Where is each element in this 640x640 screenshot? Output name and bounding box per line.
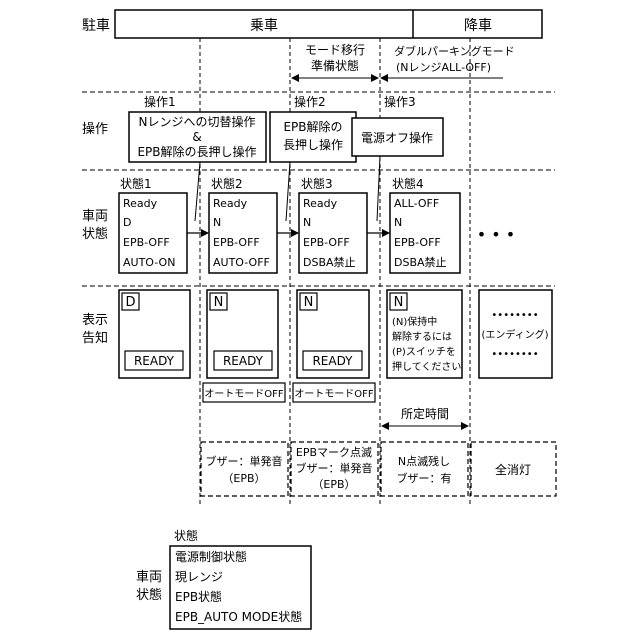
operation-1-line1: Nレンジへの切替操作 bbox=[139, 114, 256, 129]
state-4: 状態4 ALL-OFF N EPB-OFF DSBA禁止 bbox=[390, 176, 460, 273]
buzzer-1-line2: （EPB） bbox=[222, 472, 265, 485]
display-4-gear: N bbox=[394, 295, 404, 310]
double-parking-line1: ダブルパーキングモード bbox=[394, 44, 515, 58]
state-4-line2: N bbox=[394, 216, 402, 229]
buzzer-1: ブザー：単発音 （EPB） bbox=[201, 442, 288, 496]
state-3-line2: N bbox=[303, 216, 311, 229]
display-3-ready: READY bbox=[312, 354, 353, 368]
state-2: 状態2 Ready N EPB-OFF AUTO-OFF bbox=[209, 176, 277, 273]
row-label-display-1: 表示 bbox=[82, 313, 108, 328]
operation-1-line3: EPB解除の長押し操作 bbox=[137, 144, 256, 159]
state-2-line2: N bbox=[213, 216, 221, 229]
buzzer-2: EPBマーク点滅 ブザー：単発音 （EPB） bbox=[291, 442, 378, 496]
display-3: N READY オートモードOFF bbox=[293, 290, 375, 402]
mode-transition-label: モード移行 準備状態 bbox=[292, 43, 378, 78]
legend-side-1: 車両 bbox=[136, 570, 162, 585]
state-4-line3: EPB-OFF bbox=[394, 236, 441, 249]
buzzer-3-line1: N点滅残し bbox=[398, 454, 450, 468]
state-3-line3: EPB-OFF bbox=[303, 236, 350, 249]
state-4-line4: DSBA禁止 bbox=[394, 256, 447, 269]
row-label-operation: 操作 bbox=[82, 121, 108, 137]
header: 駐車 乗車 降車 bbox=[82, 10, 542, 38]
display-2-gear: N bbox=[214, 295, 224, 310]
state-2-line3: EPB-OFF bbox=[213, 236, 260, 249]
operation-1-line2: & bbox=[192, 130, 201, 144]
display-3-gear: N bbox=[304, 295, 314, 310]
state-3-title: 状態3 bbox=[301, 176, 333, 191]
state-1: 状態1 Ready D EPB-OFF AUTO-ON bbox=[119, 176, 187, 273]
buzzer-3-line2: ブザー：有 bbox=[397, 471, 452, 485]
operation-3-line1: 電源オフ操作 bbox=[361, 130, 433, 145]
display-2: N READY オートモードOFF bbox=[203, 290, 285, 402]
header-col-label: 駐車 bbox=[82, 17, 110, 34]
buzzer-2-line3: （EPB） bbox=[312, 478, 355, 491]
state-3: 状態3 Ready N EPB-OFF DSBA禁止 bbox=[299, 176, 367, 273]
timing: 所定時間 bbox=[382, 406, 468, 426]
mode-transition-line2: 準備状態 bbox=[311, 58, 359, 73]
operation-2-pointer bbox=[286, 162, 290, 221]
state-1-line4: AUTO-ON bbox=[123, 256, 175, 269]
double-parking-label: ダブルパーキングモード (NレンジALL-OFF) bbox=[381, 44, 515, 78]
operation-2-line1: EPB解除の bbox=[283, 119, 342, 134]
display-3-sub: オートモードOFF bbox=[294, 388, 374, 400]
display-4-msg-1: (N)保持中 bbox=[392, 315, 437, 328]
operation-2-title: 操作2 bbox=[294, 94, 326, 109]
display-2-ready: READY bbox=[223, 354, 264, 368]
buzzer-2-line2: ブザー：単発音 bbox=[296, 461, 373, 475]
buzzer-4-line1: 全消灯 bbox=[495, 462, 531, 477]
legend-side-2: 状態 bbox=[136, 587, 162, 603]
state-1-title: 状態1 bbox=[120, 176, 152, 191]
state-4-line1: ALL-OFF bbox=[394, 197, 439, 210]
state-2-line4: AUTO-OFF bbox=[213, 256, 270, 269]
row-label-display-2: 告知 bbox=[82, 330, 108, 346]
display-5: •••••••• (エンディング) •••••••• bbox=[479, 290, 552, 378]
header-alighting: 降車 bbox=[464, 17, 492, 34]
state-3-line1: Ready bbox=[303, 197, 338, 210]
buzzer-2-line1: EPBマーク点滅 bbox=[296, 446, 372, 459]
row-label-vehicle-2: 状態 bbox=[82, 226, 108, 242]
display-4-msg-3: (P)スイッチを bbox=[392, 346, 456, 358]
display-1: D READY bbox=[119, 290, 190, 378]
state-1-line2: D bbox=[123, 216, 131, 229]
display-2-sub: オートモードOFF bbox=[204, 388, 284, 400]
operation-1-title: 操作1 bbox=[144, 94, 176, 109]
display-5-dots-1: •••••••• bbox=[491, 310, 538, 321]
operation-1-pointer bbox=[195, 162, 200, 221]
display-1-ready: READY bbox=[134, 354, 175, 368]
operation-2-line2: 長押し操作 bbox=[283, 137, 343, 152]
legend-item-3: EPB状態 bbox=[175, 589, 222, 604]
display-4-msg-4: 押してください bbox=[392, 360, 461, 373]
display-4: N (N)保持中 解除するには (P)スイッチを 押してください bbox=[387, 290, 462, 378]
legend: 車両 状態 状態 電源制御状態 現レンジ EPB状態 EPB_AUTO MODE… bbox=[136, 528, 311, 629]
ellipsis: • • • bbox=[477, 225, 515, 244]
buzzer-1-line1: ブザー：単発音 bbox=[206, 454, 283, 468]
state-1-line1: Ready bbox=[123, 197, 158, 210]
row-label-vehicle-1: 車両 bbox=[82, 209, 108, 224]
display-1-gear: D bbox=[125, 295, 135, 310]
legend-item-4: EPB_AUTO MODE状態 bbox=[175, 609, 302, 624]
double-parking-line2: (NレンジALL-OFF) bbox=[396, 61, 491, 74]
display-5-dots-2: •••••••• bbox=[491, 349, 538, 360]
state-2-line1: Ready bbox=[213, 197, 248, 210]
display-4-msg-2: 解除するには bbox=[392, 330, 452, 343]
operation-3-title: 操作3 bbox=[384, 94, 416, 109]
buzzer-4: 全消灯 bbox=[471, 442, 556, 496]
legend-title: 状態 bbox=[174, 528, 198, 543]
state-3-line4: DSBA禁止 bbox=[303, 256, 356, 269]
header-riding: 乗車 bbox=[250, 17, 278, 34]
timing-label: 所定時間 bbox=[401, 406, 449, 421]
state-2-title: 状態2 bbox=[211, 176, 243, 191]
state-4-title: 状態4 bbox=[392, 176, 424, 191]
state-1-line3: EPB-OFF bbox=[123, 236, 170, 249]
buzzer-3: N点滅残し ブザー：有 bbox=[381, 442, 468, 496]
legend-item-2: 現レンジ bbox=[175, 570, 223, 584]
mode-transition-line1: モード移行 bbox=[305, 43, 365, 57]
display-5-msg: (エンディング) bbox=[481, 328, 548, 341]
legend-item-1: 電源制御状態 bbox=[175, 549, 247, 564]
